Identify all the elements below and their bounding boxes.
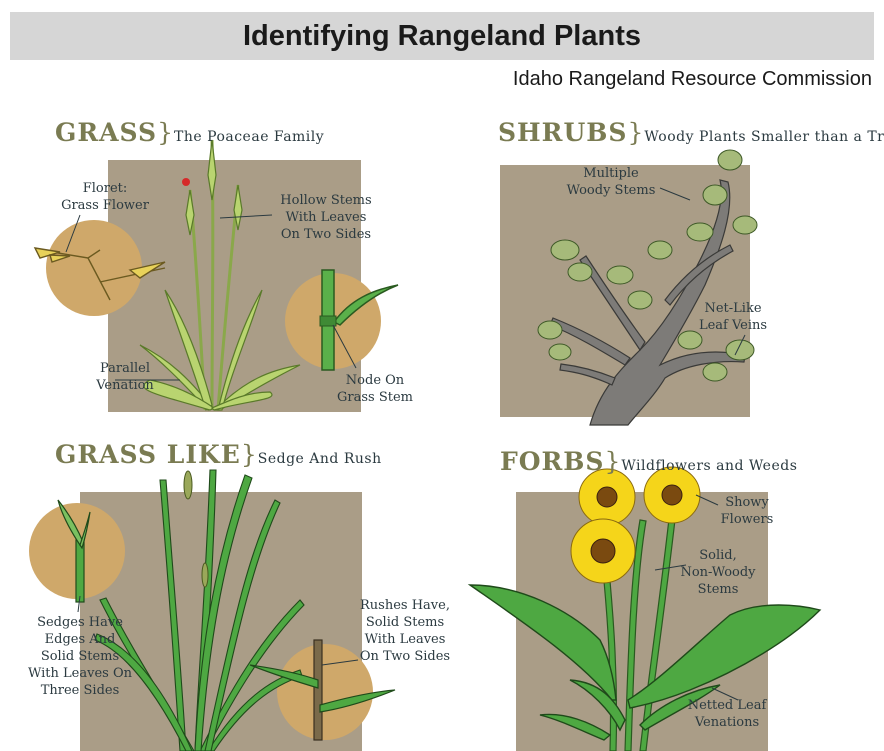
showy-flowers-label: Showy Flowers — [712, 494, 782, 528]
shrubs-desc: Woody Plants Smaller than a Tree — [644, 129, 884, 145]
shrubs-heading: SHRUBS}Woody Plants Smaller than a Tree — [498, 118, 884, 147]
parallel-venation-label: Parallel Venation — [90, 360, 160, 394]
grasslike-heading: GRASS LIKE}Sedge And Rush — [55, 440, 382, 469]
grass-family: The Poaceae Family — [174, 129, 324, 145]
grasslike-heading-title: GRASS LIKE — [55, 440, 241, 469]
grasslike-desc: Sedge And Rush — [258, 451, 382, 467]
solid-stems-label: Solid, Non-Woody Stems — [668, 547, 768, 598]
rushes-label: Rushes Have, Solid Stems With Leaves On … — [345, 597, 465, 665]
net-like-label: Net-Like Leaf Veins — [688, 300, 778, 334]
floret-red-icon — [182, 178, 190, 186]
forbs-desc: Wildflowers and Weeds — [621, 458, 797, 474]
node-label: Node On Grass Stem — [330, 372, 420, 406]
forbs-heading-title: FORBS — [500, 447, 605, 476]
grass-heading: GRASS}The Poaceae Family — [55, 118, 324, 147]
shrubs-heading-title: SHRUBS — [498, 118, 627, 147]
grasslike-bracket: } — [241, 440, 258, 469]
netted-leaf-label: Netted Leaf Venations — [672, 697, 782, 731]
grass-heading-title: GRASS — [55, 118, 157, 147]
sedges-label: Sedges Have Edges And Solid Stems With L… — [15, 614, 145, 699]
shrubs-bracket: } — [627, 118, 644, 147]
grass-bracket: } — [157, 118, 174, 147]
hollow-stems-label: Hollow Stems With Leaves On Two Sides — [266, 192, 386, 243]
multiple-stems-label: Multiple Woody Stems — [556, 165, 666, 199]
floret-label: Floret: Grass Flower — [50, 180, 160, 214]
forbs-bracket: } — [605, 447, 622, 476]
forbs-heading: FORBS}Wildflowers and Weeds — [500, 447, 797, 476]
